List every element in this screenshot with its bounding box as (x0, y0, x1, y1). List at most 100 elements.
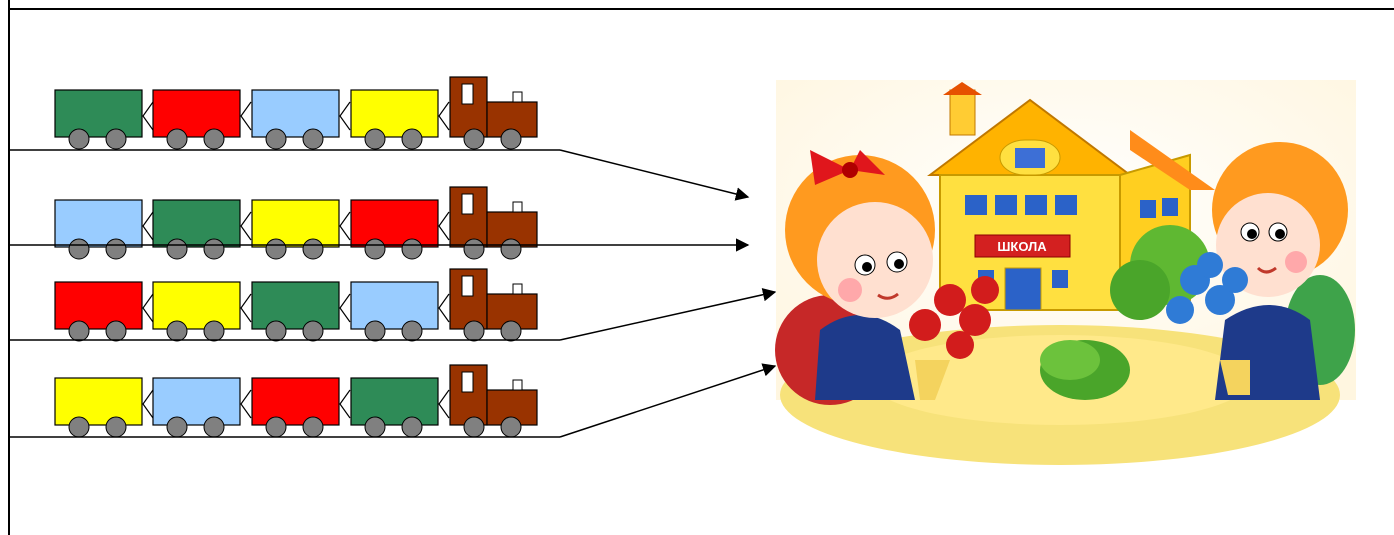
wheel (401, 416, 423, 438)
coupling (240, 211, 252, 241)
wagon-green (350, 377, 450, 438)
coupling (240, 293, 252, 323)
wheel (166, 416, 188, 438)
wagon-body (152, 377, 241, 426)
wheel (302, 416, 324, 438)
trains (54, 76, 538, 438)
wheel (463, 238, 485, 260)
coupling (438, 211, 450, 241)
wheel (166, 238, 188, 260)
wheel (105, 128, 127, 150)
locomotive (449, 186, 538, 260)
wagon-red (54, 281, 154, 342)
locomotive (449, 364, 538, 438)
wagon-yellow (350, 89, 450, 150)
wheel (166, 320, 188, 342)
wheel (203, 416, 225, 438)
wheel (265, 416, 287, 438)
wheel (364, 238, 386, 260)
wheel (68, 238, 90, 260)
wheel (364, 416, 386, 438)
coupling (142, 101, 154, 131)
wheel (203, 238, 225, 260)
school-sign-text: ШКОЛА (997, 239, 1047, 254)
track-4 (9, 363, 777, 438)
wheel (463, 416, 485, 438)
school-illustration: ШКОЛА (775, 80, 1356, 465)
train-2 (54, 186, 538, 260)
locomotive-window (461, 275, 474, 297)
wagon-yellow (251, 199, 351, 260)
locomotive (449, 268, 538, 342)
wheel (265, 320, 287, 342)
wheel (500, 416, 522, 438)
wheel (401, 320, 423, 342)
wheel (302, 128, 324, 150)
train-4 (54, 364, 538, 438)
coupling (438, 101, 450, 131)
locomotive-window (461, 83, 474, 105)
coupling (142, 211, 154, 241)
wheel (401, 128, 423, 150)
wheel (302, 238, 324, 260)
coupling (438, 389, 450, 419)
wagon-body (251, 199, 340, 248)
wheel (105, 320, 127, 342)
coupling (240, 101, 252, 131)
coupling (240, 389, 252, 419)
wagon-blue (251, 89, 351, 150)
wheel (68, 320, 90, 342)
locomotive-window (461, 193, 474, 215)
wheel (364, 320, 386, 342)
wagon-body (350, 199, 439, 248)
wheel (500, 320, 522, 342)
wheel (203, 128, 225, 150)
locomotive-window (461, 371, 474, 393)
wheel (265, 238, 287, 260)
wheel (203, 320, 225, 342)
boy-character (1166, 142, 1355, 400)
wagon-body (152, 89, 241, 138)
arrow (559, 363, 777, 438)
wagon-body (251, 377, 340, 426)
school-sign (974, 234, 1071, 258)
coupling (438, 293, 450, 323)
train-1 (54, 76, 538, 150)
coupling (339, 211, 351, 241)
wheel (364, 128, 386, 150)
girl-character (775, 150, 999, 405)
wagon-blue (350, 281, 450, 342)
wheel (463, 128, 485, 150)
track-3 (9, 288, 777, 341)
train-3 (54, 268, 538, 342)
wagon-body (350, 281, 439, 330)
wagon-red (251, 377, 351, 438)
coupling (142, 389, 154, 419)
locomotive-chimney (512, 91, 523, 103)
wagon-blue (54, 199, 154, 260)
wagon-red (350, 199, 450, 260)
wagon-body (54, 199, 143, 248)
wheel (463, 320, 485, 342)
wheel (68, 416, 90, 438)
wagon-body (251, 89, 340, 138)
wagon-red (152, 89, 252, 150)
track-1 (9, 149, 750, 201)
coupling (339, 293, 351, 323)
wagon-green (152, 199, 252, 260)
locomotive-chimney (512, 379, 523, 391)
wagon-body (54, 89, 143, 138)
coupling (339, 389, 351, 419)
wheel (500, 128, 522, 150)
wagon-body (350, 377, 439, 426)
locomotive-chimney (512, 283, 523, 295)
wagon-blue (152, 377, 252, 438)
wagon-body (54, 281, 143, 330)
wagon-body (152, 281, 241, 330)
locomotive (449, 76, 538, 150)
arrow (559, 149, 750, 201)
wheel (105, 416, 127, 438)
wheel (302, 320, 324, 342)
wagon-body (152, 199, 241, 248)
